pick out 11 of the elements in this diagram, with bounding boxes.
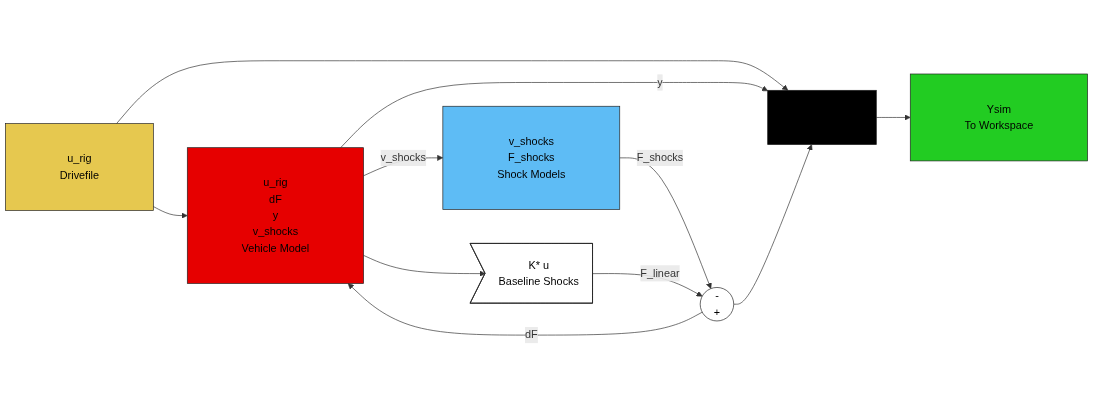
node-box: Ysim To Workspace: [909, 73, 1088, 162]
edge-label: v_shocks: [380, 151, 426, 164]
node-box: u_rig Drivefile: [5, 123, 154, 211]
edge-label: y: [657, 76, 663, 88]
node-box: u_rig dF y v_shocks Vehicle Model: [186, 147, 364, 284]
node-circle: - +: [699, 287, 735, 322]
node-box: v_shocks F_shocks Shock Models: [442, 105, 621, 210]
edge-label: F_shocks: [636, 151, 684, 164]
edge-label: F_linear: [640, 267, 680, 279]
edge-label: dF: [524, 328, 538, 341]
node-bar: [767, 89, 877, 145]
